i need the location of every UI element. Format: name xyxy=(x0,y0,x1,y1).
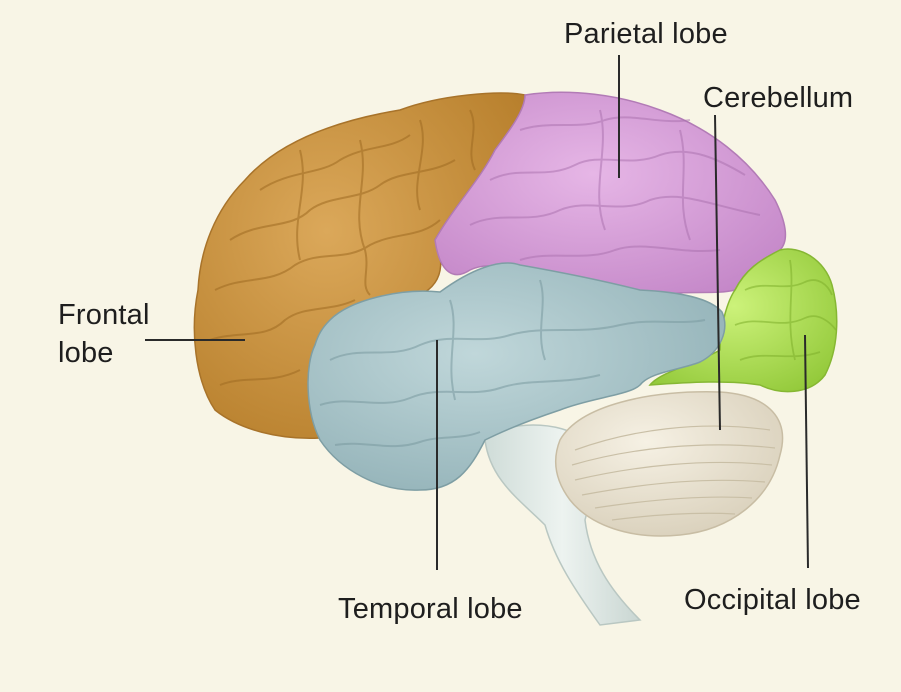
cerebellum-leader-line xyxy=(714,114,721,431)
occipital-lobe-region xyxy=(648,248,838,393)
occipital-lobe-label: Occipital lobe xyxy=(684,584,861,616)
parietal-lobe-label: Parietal lobe xyxy=(564,18,728,50)
temporal-lobe-region xyxy=(307,262,726,491)
leader-lines xyxy=(145,55,809,570)
frontal-lobe-label-line2: lobe xyxy=(58,337,114,369)
temporal-lobe-label: Temporal lobe xyxy=(338,593,523,625)
cerebellum-region xyxy=(554,391,784,537)
parietal-lobe-region xyxy=(434,91,787,297)
frontal-lobe-label-line1: Frontal xyxy=(58,299,150,331)
cerebellum-label: Cerebellum xyxy=(703,82,854,114)
frontal-lobe-label: Frontal lobe xyxy=(58,296,150,372)
occipital-leader-line xyxy=(804,334,809,569)
